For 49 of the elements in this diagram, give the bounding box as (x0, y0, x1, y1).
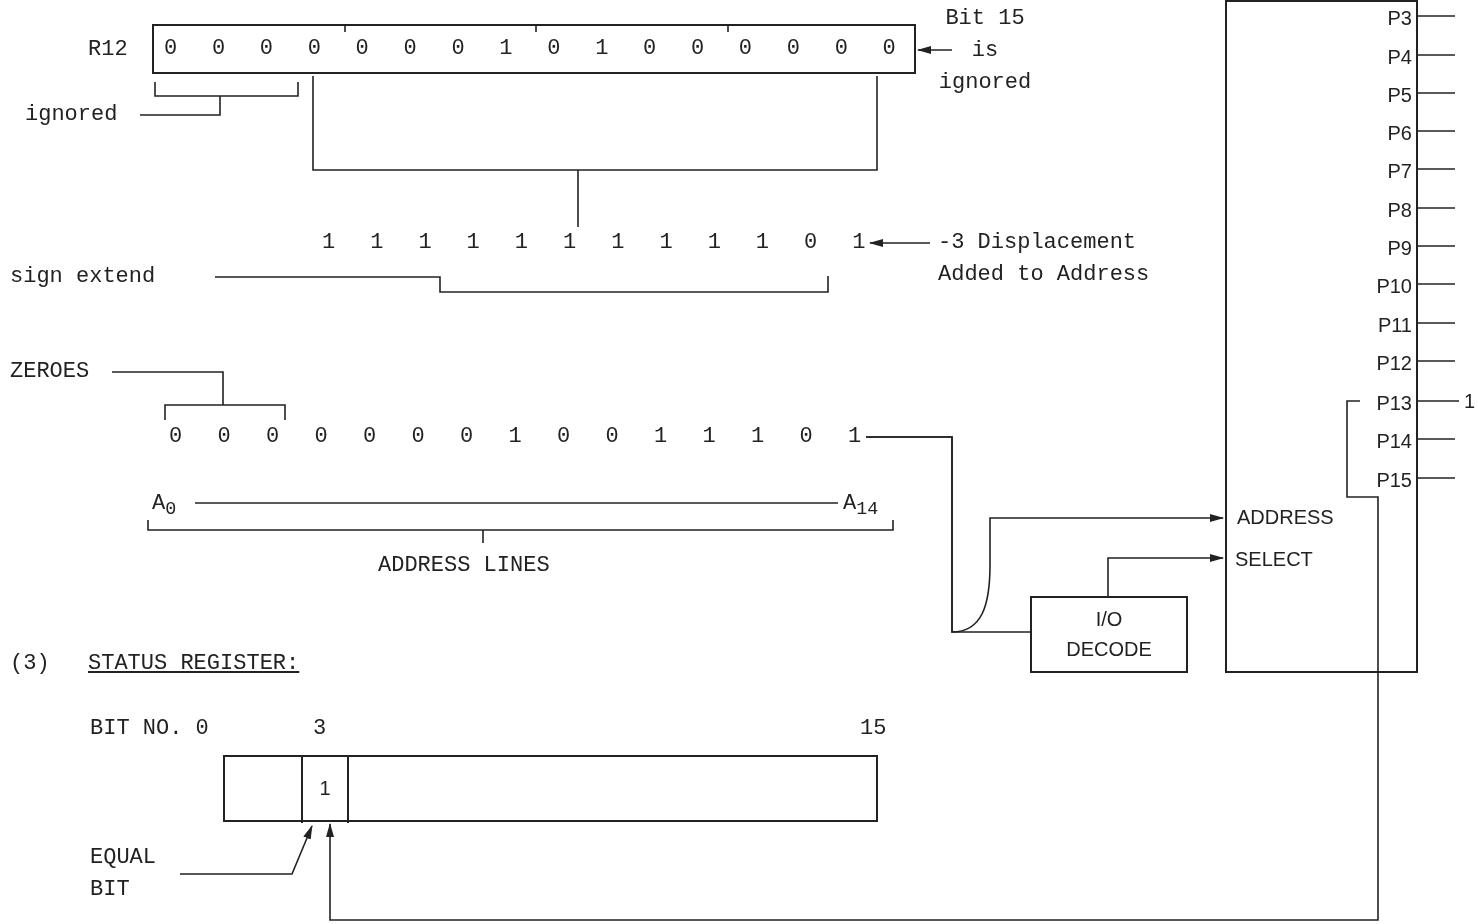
bit-value: 1 (1464, 388, 1476, 414)
pin-label: P14 (1376, 428, 1412, 454)
bit-number: 3 (313, 715, 327, 743)
note-text: -3 Displacement Added to Address (938, 227, 1208, 291)
chip-box (1225, 0, 1418, 673)
address-line-label: A$_{14}$ (843, 490, 879, 523)
bit-row: 1 1 1 1 1 1 1 1 1 1 0 1 (322, 227, 866, 276)
callout-text: sign extend (10, 261, 156, 293)
pin-label: P13 (1376, 390, 1412, 416)
note-text: Bit 15 is ignored (930, 3, 1040, 99)
register-box (223, 755, 878, 822)
leader-line (139, 95, 221, 116)
connector-line (1417, 400, 1460, 402)
arrow (326, 400, 1379, 921)
pin-label: P8 (1387, 197, 1412, 223)
decode-box: I/O DECODE (1030, 596, 1188, 673)
pin-label: SELECT (1235, 546, 1313, 572)
pin-label: P10 (1376, 273, 1412, 299)
pin-label: P5 (1387, 82, 1412, 108)
address-line-label: A$_{0}$ (152, 490, 177, 523)
axis-label: BIT NO. 0 (90, 715, 209, 743)
pin-label: P15 (1376, 467, 1412, 493)
connector-line (214, 275, 829, 293)
arrow (179, 825, 313, 875)
bit-row: 0 0 0 0 0 0 0 1 0 0 1 1 1 0 1 (169, 421, 862, 453)
register-name: R12 (88, 36, 128, 64)
pin-label: P6 (1387, 120, 1412, 146)
pin-label: P7 (1387, 158, 1412, 184)
pin-label: P9 (1387, 235, 1412, 261)
arrow (869, 239, 931, 247)
callout-text: ignored (25, 99, 118, 131)
arrow (917, 46, 953, 54)
section-number: (3) (10, 650, 50, 678)
caption-text: ADDRESS LINES (378, 552, 550, 580)
pin-label: ADDRESS (1237, 504, 1334, 530)
pin-label: P4 (1387, 44, 1412, 70)
callout-text: EQUAL BIT (90, 842, 180, 906)
pin-label: P11 (1377, 312, 1412, 338)
pin-label: P12 (1376, 350, 1412, 376)
connector-line (312, 75, 878, 228)
arrow (1107, 554, 1224, 597)
connector-line (111, 371, 286, 421)
callout-text: ZEROES (10, 356, 90, 388)
bit-number: 15 (860, 715, 887, 743)
register-box: 0 0 0 0 0 0 0 1 0 1 0 0 0 0 0 0 (152, 24, 916, 74)
bit-cell: 1 (301, 756, 349, 823)
connector-line (865, 436, 1031, 633)
section-heading: STATUS REGISTER: (88, 650, 300, 678)
pin-label: P3 (1387, 5, 1412, 31)
